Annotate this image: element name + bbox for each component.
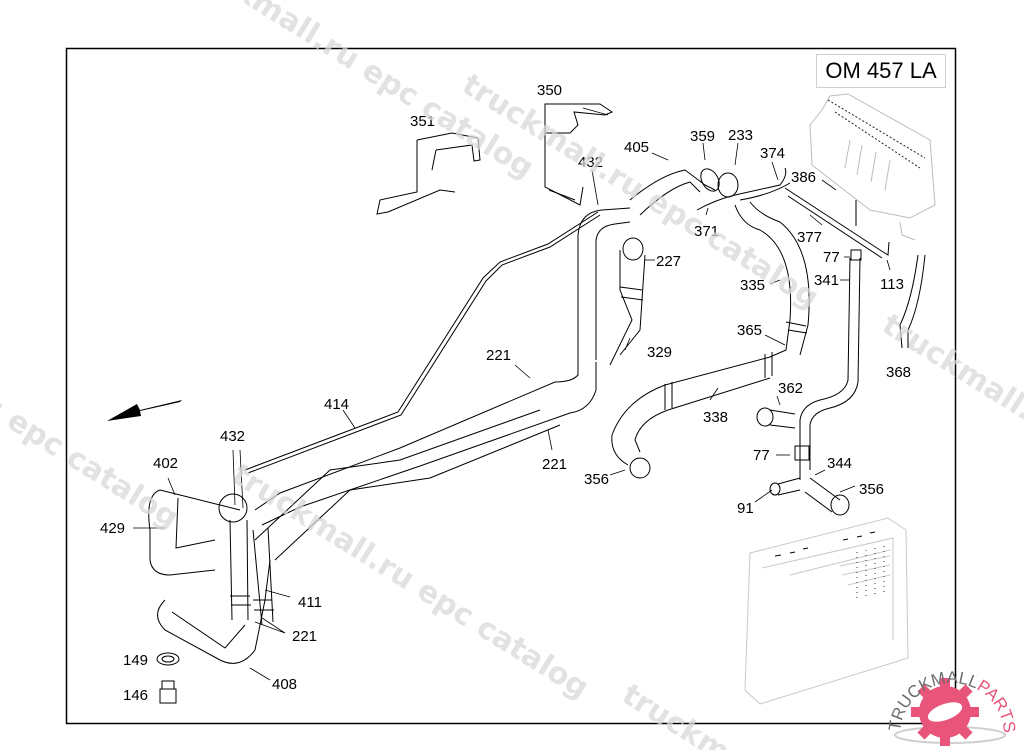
direction-arrow-icon: [107, 400, 182, 421]
callout-371: 371: [694, 223, 719, 240]
callout-221-middle: 221: [542, 456, 567, 473]
callout-338: 338: [703, 409, 728, 426]
callout-405: 405: [624, 139, 649, 156]
heater-core: [744, 517, 909, 705]
callout-429: 429: [100, 520, 125, 537]
bracket-350: [544, 103, 614, 206]
callout-386: 386: [791, 169, 816, 186]
model-title: OM 457 LA: [816, 54, 946, 88]
watermark: truckmall.ru epc catalog: [456, 67, 825, 316]
callout-335: 335: [740, 277, 765, 294]
engine-block: [809, 93, 936, 241]
callout-356-middle: 356: [584, 471, 609, 488]
callout-356-right: 356: [859, 481, 884, 498]
hose-upper-right: [629, 167, 926, 349]
watermark: truckmall.ru epc catalog: [0, 287, 185, 536]
hose-lower-left: [148, 489, 274, 664]
callout-368: 368: [886, 364, 911, 381]
watermark: truckmall.ru epc catalog: [876, 307, 1024, 556]
hose-main-left: [254, 207, 631, 561]
truckmall-parts-logo: TRUCKMALLPARTS: [885, 668, 1019, 746]
leader-lines: [133, 107, 891, 681]
callout-414: 414: [324, 396, 349, 413]
pipe-414: [244, 211, 601, 474]
callout-149: 149: [123, 652, 148, 669]
callout-113: 113: [880, 276, 904, 293]
callout-350: 350: [537, 82, 562, 99]
callout-432-upper: 432: [578, 154, 603, 171]
hose-335-338: [611, 201, 810, 479]
callout-411: 411: [298, 594, 322, 611]
callout-77-lower: 77: [753, 447, 770, 464]
callout-341: 341: [814, 272, 839, 289]
callout-221-upper: 221: [486, 347, 511, 364]
callout-359: 359: [690, 128, 715, 145]
callout-432-lower: 432: [220, 428, 245, 445]
callout-344: 344: [827, 455, 852, 472]
callout-227: 227: [656, 253, 681, 270]
logo-text-accent: PARTS: [974, 676, 1019, 734]
watermark: truckmall.ru epc catalog: [226, 457, 595, 706]
hose-329: [609, 237, 646, 366]
callout-329: 329: [647, 344, 672, 361]
callout-374: 374: [760, 145, 785, 162]
callout-408: 408: [272, 676, 297, 693]
callout-77-upper: 77: [823, 249, 840, 266]
bracket-351: [376, 132, 481, 215]
callout-365: 365: [737, 322, 762, 339]
callout-233: 233: [728, 127, 753, 144]
callout-labels: 350 351 432 405 359 233 374 386 371 377 …: [100, 82, 911, 704]
t-junction: [756, 249, 862, 516]
callout-402: 402: [153, 455, 178, 472]
plug-146: [159, 680, 177, 704]
callout-146: 146: [123, 687, 148, 704]
callout-362: 362: [778, 380, 803, 397]
callout-221-lower: 221: [292, 628, 317, 645]
diagram-frame: [65, 47, 957, 725]
seal-ring-149: [156, 652, 180, 666]
callout-91: 91: [737, 500, 754, 517]
gear-icon: [911, 678, 979, 746]
callout-377: 377: [797, 229, 822, 246]
callout-351: 351: [410, 113, 435, 130]
